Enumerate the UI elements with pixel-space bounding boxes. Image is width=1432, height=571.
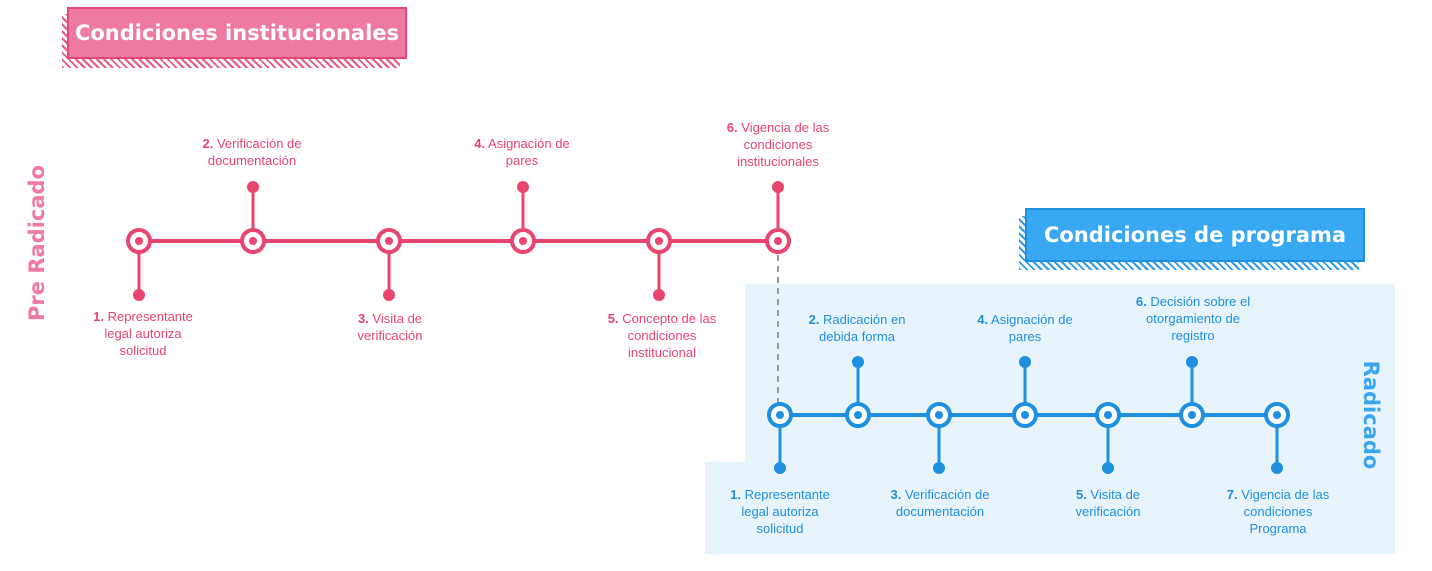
rad-stem-dot-1 — [774, 462, 786, 474]
pre-stem-dot-3 — [383, 289, 395, 301]
rad-stem-dot-7 — [1271, 462, 1283, 474]
rad-node-center-2 — [854, 411, 862, 419]
rad-node-center-4 — [1021, 411, 1029, 419]
pre-stem-dot-6 — [772, 181, 784, 193]
pre-step-1-label: 1. Representante legal autoriza solicitu… — [93, 309, 193, 358]
rad-stem-dot-2 — [852, 356, 864, 368]
rad-node-center-6 — [1188, 411, 1196, 419]
pre-stem-dot-5 — [653, 289, 665, 301]
pre-node-center-2 — [249, 237, 257, 245]
rad-step-3-label: 3. Verificación de documentación — [890, 487, 990, 519]
banner-title: Condiciones institucionales — [67, 7, 407, 59]
rad-step-4-label: 4. Asignación de pares — [977, 312, 1073, 344]
radicado-panel-extension — [705, 462, 1395, 554]
rad-step-5-label: 5. Visita de verificación — [1075, 487, 1141, 519]
rad-stem-dot-4 — [1019, 356, 1031, 368]
pre-node-center-5 — [655, 237, 663, 245]
rad-step-2-label: 2. Radicación en debida forma — [808, 312, 906, 344]
rad-node-center-7 — [1273, 411, 1281, 419]
pre-node-center-4 — [519, 237, 527, 245]
pre-step-5-label: 5. Concepto de las condiciones instituci… — [607, 311, 717, 360]
rad-step-7-label: 7. Vigencia de las condiciones Programa — [1226, 487, 1330, 536]
pre-step-3-label: 3. Visita de verificación — [357, 311, 423, 343]
pre-node-center-1 — [135, 237, 143, 245]
pre-step-6-label: 6. Vigencia de las condiciones instituci… — [726, 120, 830, 169]
rad-step-1-label: 1. Representante legal autoriza solicitu… — [730, 487, 830, 536]
rad-stem-dot-3 — [933, 462, 945, 474]
rad-stem-dot-6 — [1186, 356, 1198, 368]
pre-step-4-label: 4. Asignación de pares — [474, 136, 570, 168]
rad-node-center-1 — [776, 411, 784, 419]
pre-step-2-label: 2. Verificación de documentación — [202, 136, 302, 168]
rad-node-center-3 — [935, 411, 943, 419]
pre-stem-dot-4 — [517, 181, 529, 193]
pre-node-center-3 — [385, 237, 393, 245]
rad-step-6-label: 6. Decisión sobre el otorgamiento de reg… — [1135, 294, 1251, 343]
rad-node-center-5 — [1104, 411, 1112, 419]
radicado-panel — [745, 284, 1395, 464]
rad-stem-dot-5 — [1102, 462, 1114, 474]
pre-stem-dot-1 — [133, 289, 145, 301]
pre-stem-dot-2 — [247, 181, 259, 193]
pre-node-center-6 — [774, 237, 782, 245]
banner-title: Condiciones de programa — [1025, 208, 1365, 262]
